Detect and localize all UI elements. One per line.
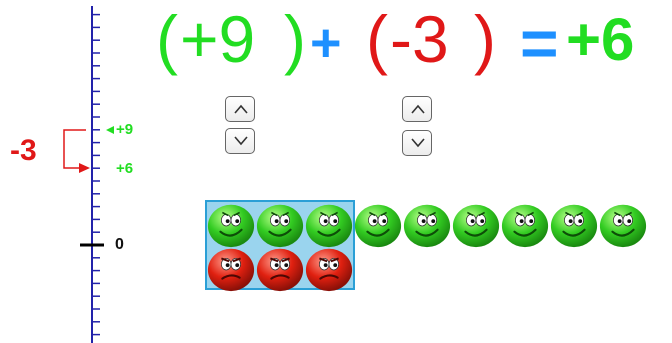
jump-arrowhead — [79, 163, 90, 173]
green-counter[interactable] — [500, 200, 550, 250]
happy-green-face-icon — [501, 204, 549, 248]
happy-green-face-icon — [207, 204, 255, 248]
number-line-start-label: +9 — [116, 121, 134, 138]
chevron-up-icon — [411, 104, 425, 114]
grumpy-red-face-icon — [207, 248, 255, 292]
green-counter[interactable] — [402, 200, 452, 250]
happy-green-face-icon — [452, 204, 500, 248]
equation-term-2: -3 — [390, 2, 449, 76]
number-line-ticks — [92, 13, 100, 336]
happy-green-face-icon — [403, 204, 451, 248]
jump-bracket — [63, 129, 86, 169]
happy-green-face-icon — [305, 204, 353, 248]
chevron-down-icon — [411, 138, 425, 148]
term1-increment-button[interactable] — [225, 96, 255, 122]
jump-change-label: -3 — [10, 134, 37, 167]
chevron-down-icon — [234, 136, 248, 146]
happy-green-face-icon — [599, 204, 647, 248]
green-counter[interactable] — [598, 200, 648, 250]
grumpy-red-face-icon — [256, 248, 304, 292]
equation-open-paren-1: ( — [156, 2, 178, 76]
red-counter[interactable] — [304, 244, 354, 294]
term1-decrement-button[interactable] — [225, 128, 255, 154]
green-counter[interactable] — [255, 200, 305, 250]
grumpy-red-face-icon — [305, 248, 353, 292]
equation-open-paren-2: ( — [366, 2, 388, 76]
happy-green-face-icon — [354, 204, 402, 248]
happy-green-face-icon — [256, 204, 304, 248]
number-line — [63, 6, 114, 343]
happy-green-face-icon — [550, 204, 598, 248]
equation-close-paren-1: ) — [284, 2, 306, 76]
term2-decrement-button[interactable] — [402, 130, 432, 156]
red-counter[interactable] — [206, 244, 256, 294]
number-line-end-label: +6 — [116, 160, 134, 177]
red-counter[interactable] — [255, 244, 305, 294]
green-counter[interactable] — [206, 200, 256, 250]
equation-plus-operator: + — [310, 13, 342, 73]
number-line-zero-label: 0 — [115, 236, 124, 253]
green-counter[interactable] — [304, 200, 354, 250]
green-counter[interactable] — [353, 200, 403, 250]
term2-increment-button[interactable] — [402, 96, 432, 122]
equation-close-paren-2: ) — [474, 2, 496, 76]
start-arrowhead — [106, 126, 114, 134]
equation-equals: = — [520, 6, 559, 80]
chevron-up-icon — [234, 104, 248, 114]
green-counter[interactable] — [451, 200, 501, 250]
green-counter[interactable] — [549, 200, 599, 250]
equation-term-1: +9 — [180, 2, 256, 76]
equation-result: +6 — [566, 6, 635, 73]
